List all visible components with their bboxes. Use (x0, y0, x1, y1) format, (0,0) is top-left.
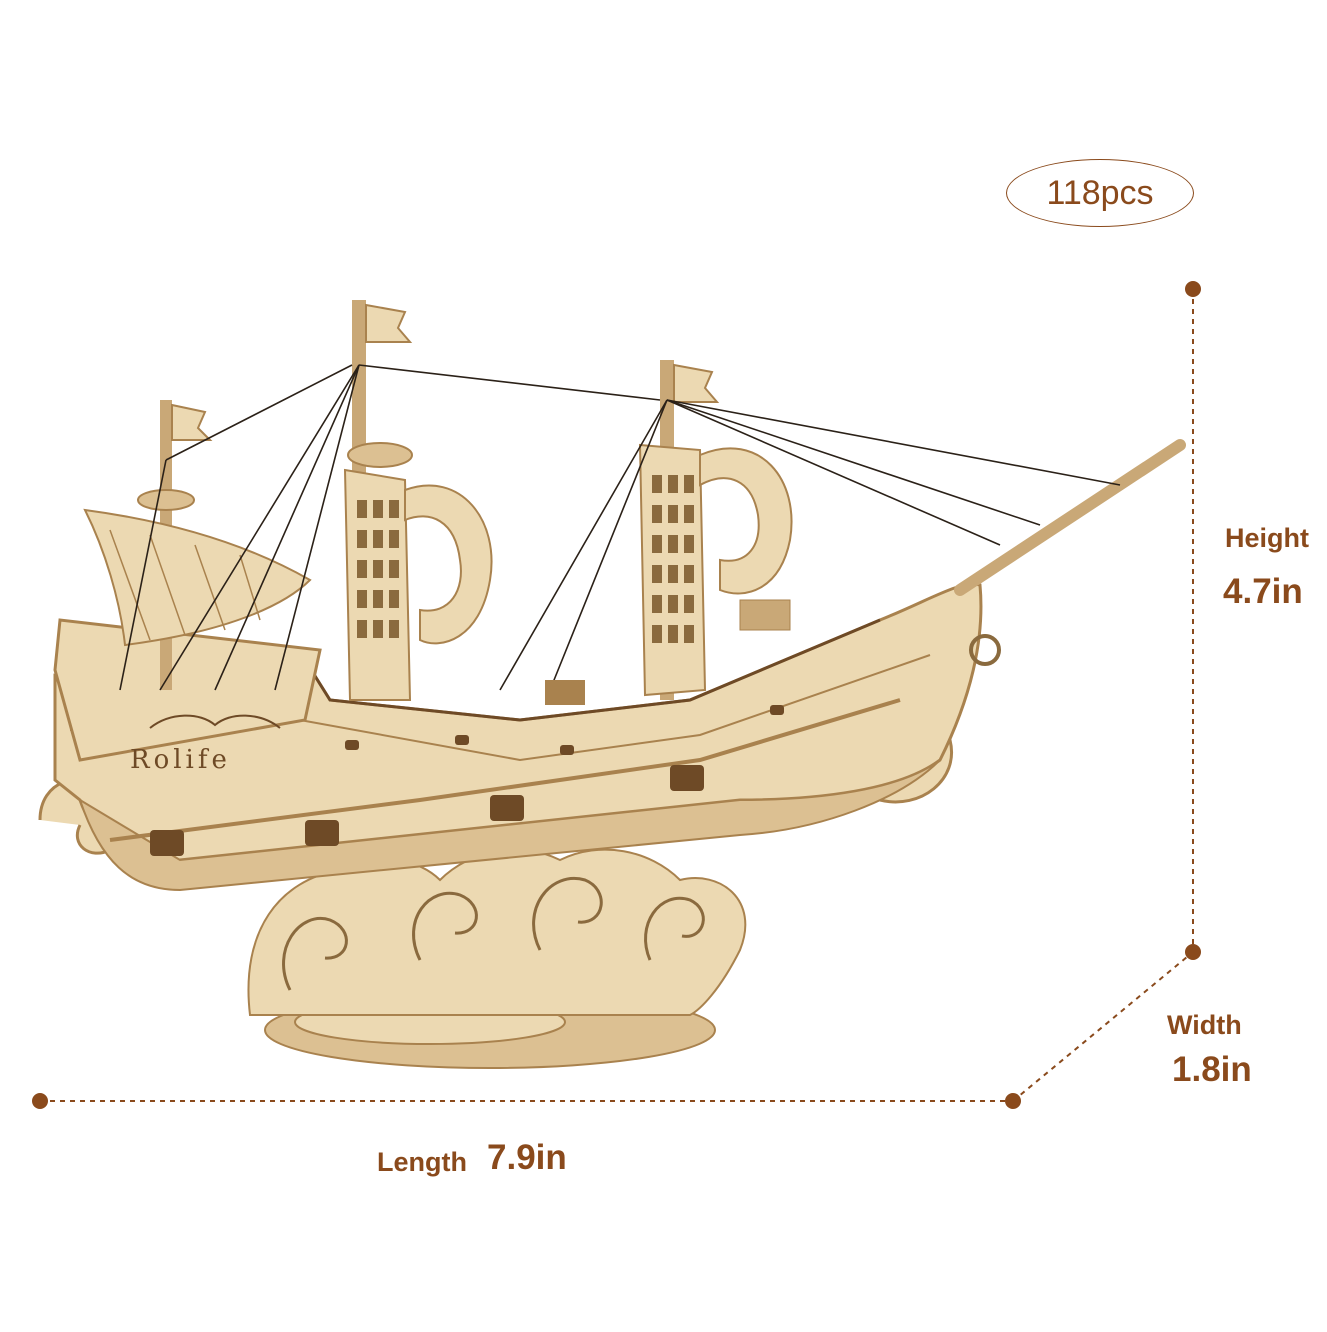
length-value: 7.9in (487, 1138, 567, 1177)
hull-stripe (109, 698, 901, 842)
anchor-ring (969, 634, 1001, 666)
stern-castle (53, 618, 322, 762)
porthole (670, 765, 704, 791)
crows-nest (137, 489, 195, 511)
crows-nest (347, 442, 413, 468)
lattice-hole (668, 595, 678, 613)
lattice-hole (373, 620, 383, 638)
main-curved-sail (404, 484, 493, 645)
lattice-hole (668, 535, 678, 553)
lattice-hole (357, 620, 367, 638)
rigging-line (666, 399, 1001, 546)
pieces-badge: 118pcs (1006, 159, 1194, 227)
lattice-hole (668, 625, 678, 643)
lattice-hole (389, 560, 399, 578)
lattice-hole (652, 625, 662, 643)
lattice-hole (373, 560, 383, 578)
rigging-line (549, 399, 668, 691)
porthole (305, 820, 339, 846)
width-label: Width (1167, 1010, 1242, 1040)
rigging-line (666, 399, 1121, 486)
rigging-line (119, 459, 167, 691)
sail-seam (109, 529, 151, 641)
lattice-hole (684, 565, 694, 583)
rigging-line (214, 364, 360, 691)
guide-dot (32, 1093, 48, 1109)
height-label: Height (1225, 523, 1309, 553)
lattice-hole (652, 535, 662, 553)
lattice-hole (357, 500, 367, 518)
lattice-hole (684, 475, 694, 493)
guide-dot (1185, 281, 1201, 297)
rigging-line (358, 364, 661, 401)
rigging-line (274, 364, 360, 691)
wave-curl (412, 891, 478, 961)
flag (171, 403, 213, 441)
hull-nameplate: Rolife (130, 745, 231, 775)
length-label: Length (377, 1147, 467, 1177)
lattice-hole (668, 505, 678, 523)
rigging-line (666, 399, 1041, 526)
main-lattice (343, 468, 412, 701)
lattice-hole (684, 535, 694, 553)
porthole (770, 705, 784, 715)
lattice-hole (373, 500, 383, 518)
flag (673, 363, 720, 403)
porthole (560, 745, 574, 755)
ship-model: Rolife (38, 300, 1186, 1069)
lattice-hole (652, 475, 662, 493)
lattice-hole (684, 595, 694, 613)
guide-dot (1185, 944, 1201, 960)
rigging-line (165, 364, 353, 461)
porthole (150, 830, 184, 856)
height-value: 4.7in (1223, 572, 1303, 611)
lattice-hole (389, 590, 399, 608)
hull-lower (78, 759, 941, 892)
lattice-hole (357, 530, 367, 548)
porthole (345, 740, 359, 750)
lattice-hole (668, 475, 678, 493)
porthole (490, 795, 524, 821)
width-guide-line (1012, 951, 1194, 1102)
lattice-hole (357, 560, 367, 578)
bowsprit (954, 439, 1186, 596)
lattice-hole (389, 620, 399, 638)
porthole (455, 735, 469, 745)
sail-seam (149, 534, 186, 636)
lattice-hole (652, 595, 662, 613)
deck-rail (303, 618, 881, 722)
width-value: 1.8in (1172, 1050, 1252, 1089)
deck-box (545, 680, 585, 705)
dimension-guides (32, 281, 1201, 1109)
sail-seam (194, 544, 226, 631)
stern-sail (83, 508, 312, 647)
lattice-hole (389, 530, 399, 548)
lattice-hole (373, 590, 383, 608)
pieces-count: 118pcs (1046, 173, 1154, 212)
wave-curl (282, 917, 348, 991)
hull-ornament (149, 714, 281, 729)
flag (365, 303, 413, 343)
rigging-line (159, 364, 360, 691)
lattice-hole (389, 500, 399, 518)
lattice-hole (684, 505, 694, 523)
lattice-hole (652, 565, 662, 583)
lattice-hole (373, 530, 383, 548)
wave-curl (644, 896, 705, 961)
guide-dot (1005, 1093, 1021, 1109)
wave-curl (532, 877, 603, 951)
sail-seam (239, 554, 261, 621)
lattice-hole (357, 590, 367, 608)
lattice-hole (684, 625, 694, 643)
lattice-hole (668, 565, 678, 583)
deck-box (739, 599, 791, 631)
fore-curved-sail (699, 447, 793, 595)
rigging-line (499, 399, 668, 691)
lattice-hole (652, 505, 662, 523)
